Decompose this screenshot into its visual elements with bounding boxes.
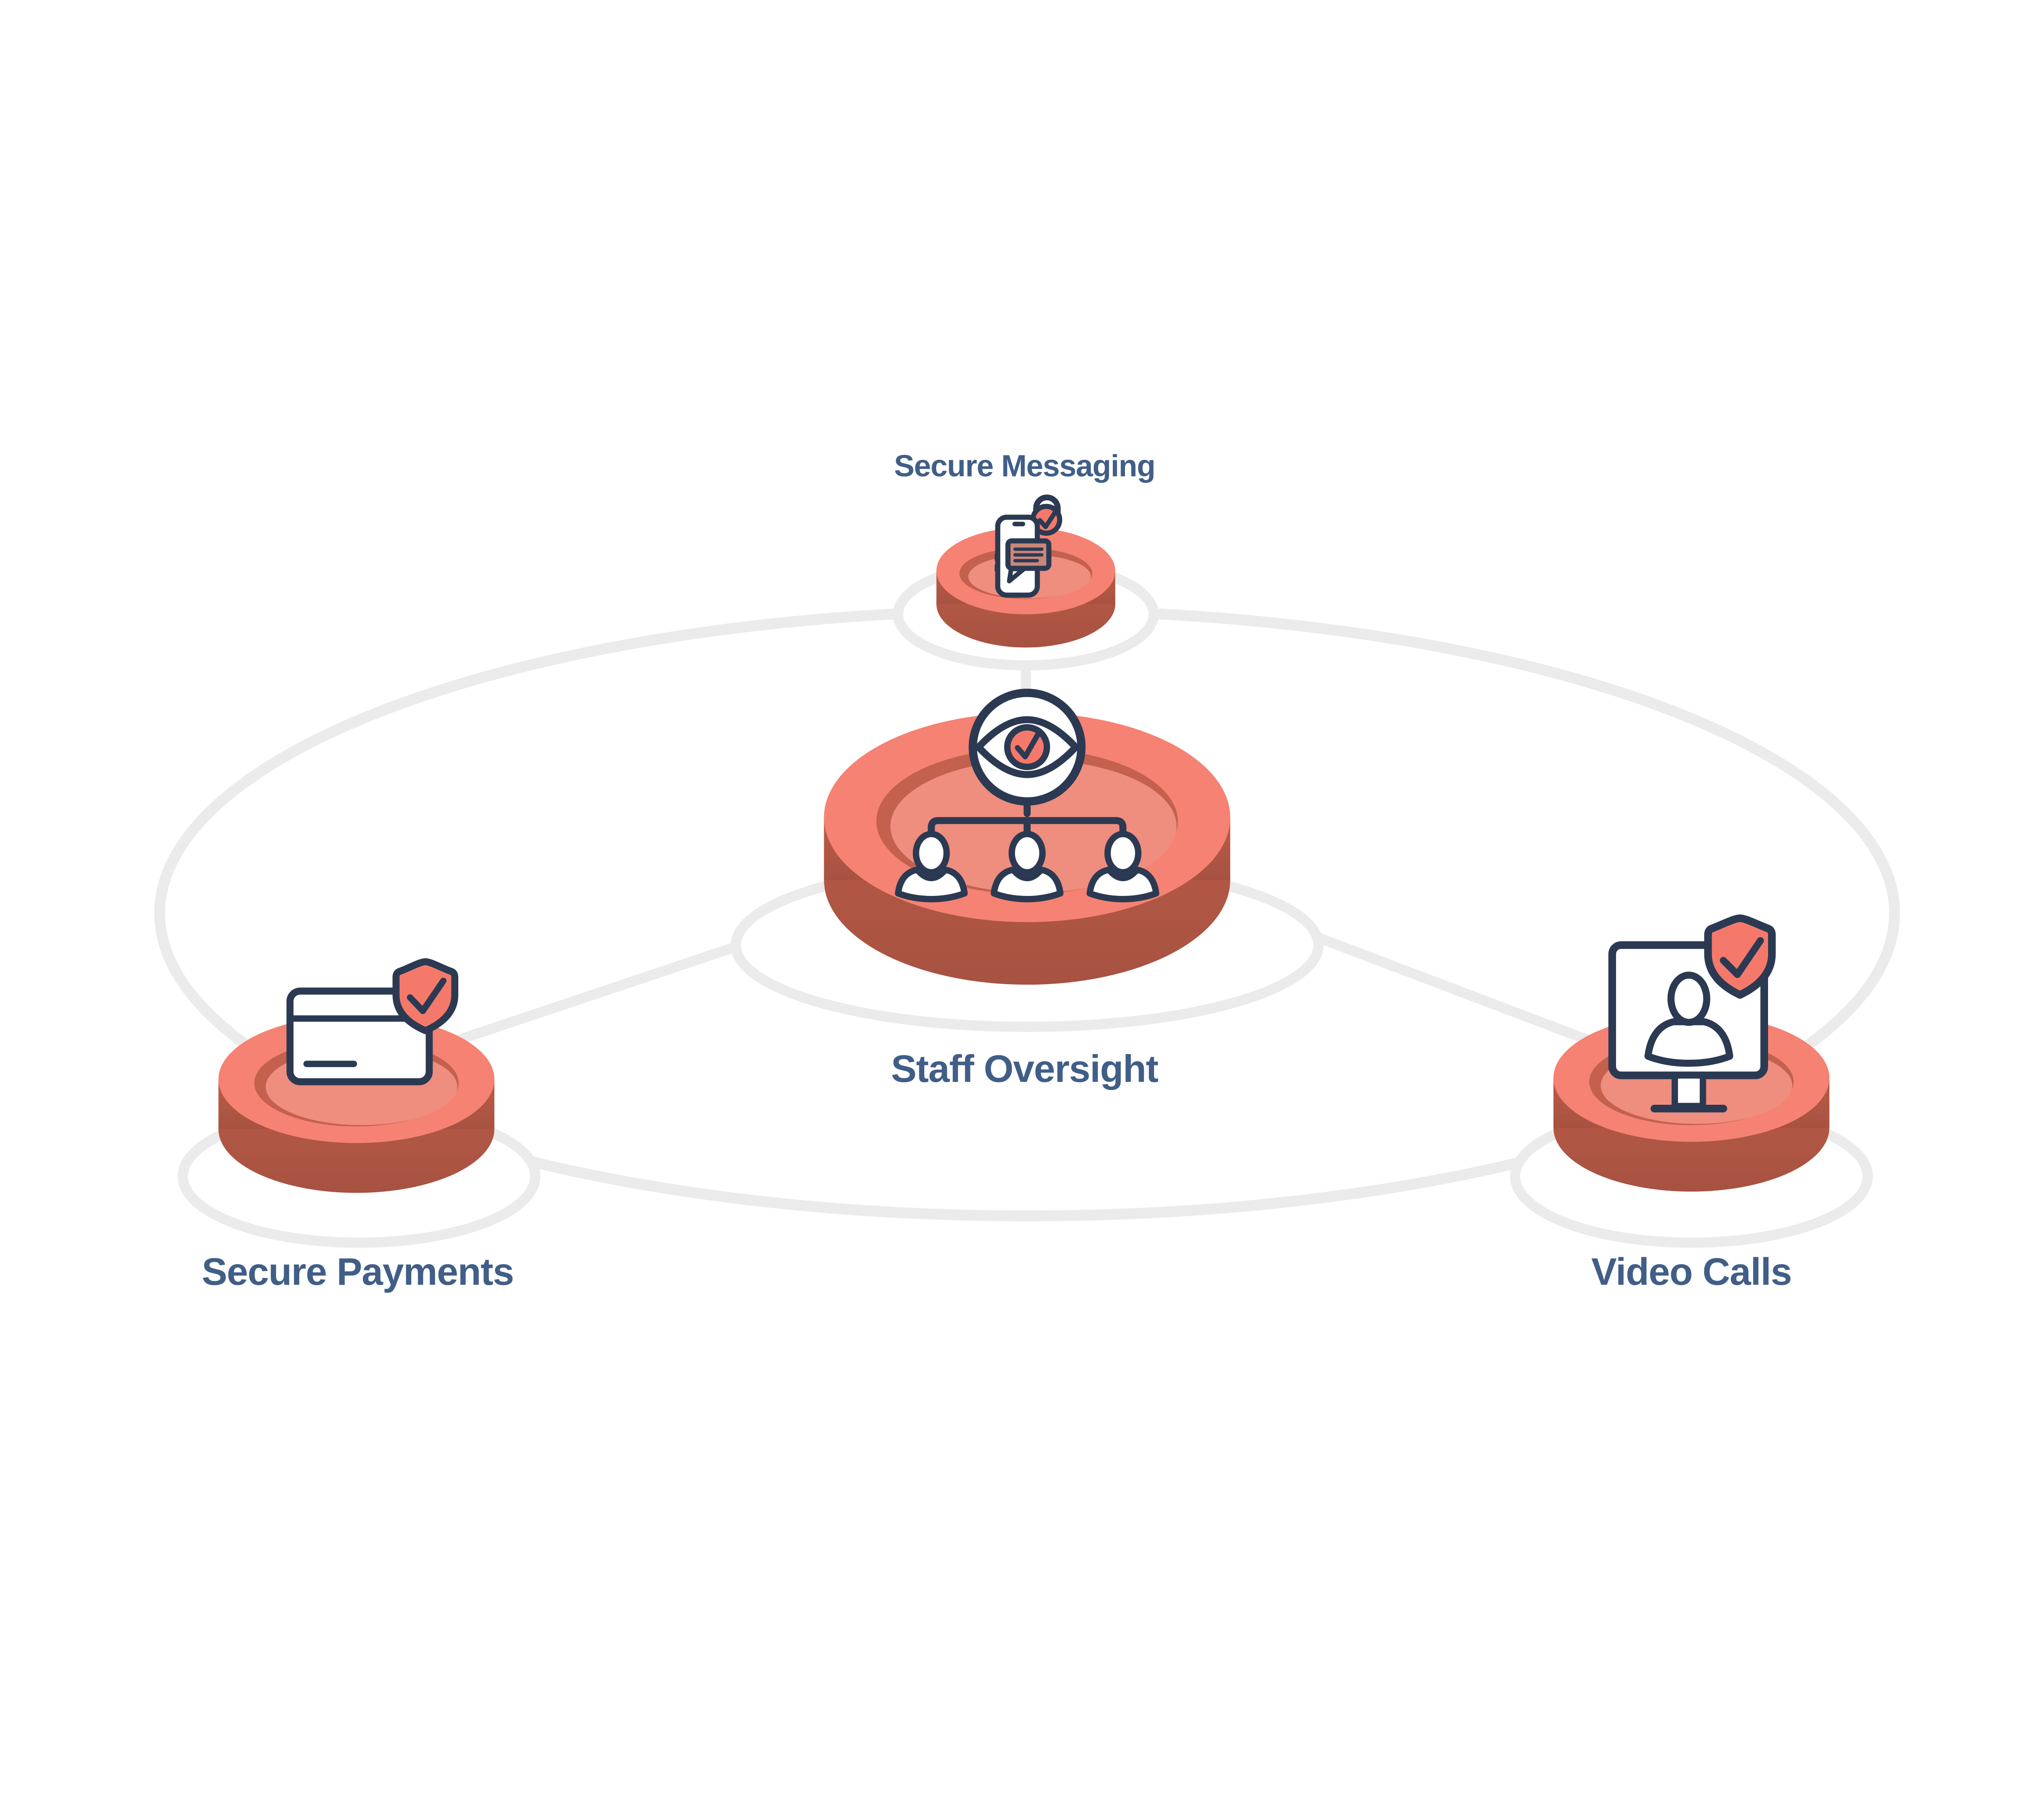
node-staff-oversight: Staff Oversight [731, 689, 1324, 1090]
person-icon [991, 831, 1064, 902]
disc-recess [890, 760, 1177, 893]
checkmark-icon [1015, 732, 1041, 759]
node-label-secure-payments: Secure Payments [202, 1250, 514, 1293]
chat-bubble-tail [1007, 566, 1026, 584]
phone-side-button [995, 553, 998, 562]
smartphone-chat-lock-check-icon [995, 495, 1062, 598]
person-body [991, 866, 1064, 902]
checkmark-icon [407, 978, 447, 1014]
eye-check-team-hierarchy-icon [895, 689, 1159, 902]
chat-text-lines [1013, 547, 1044, 562]
eye-pupil-badge [1004, 724, 1050, 770]
person-head [1009, 831, 1046, 876]
phone-speaker [1012, 522, 1025, 526]
padlock-shackle-icon [1033, 495, 1061, 523]
person-body [1086, 866, 1159, 902]
monitor-stand [1672, 1072, 1706, 1109]
checkmark-icon [1720, 937, 1764, 978]
person-body [1644, 1018, 1733, 1067]
person-head [1104, 831, 1142, 876]
shield-icon [392, 958, 459, 1034]
node-label-staff-oversight: Staff Oversight [891, 1047, 1159, 1090]
node-label-video-calls: Video Calls [1591, 1250, 1792, 1293]
node-video-calls: Video Calls [1510, 914, 1873, 1293]
credit-card-icon [286, 987, 433, 1086]
node-label-secure-messaging: Secure Messaging [894, 449, 1155, 483]
checkmark-icon [1038, 510, 1058, 529]
person-icon [1086, 831, 1159, 902]
person-head [1667, 972, 1710, 1026]
person-head [912, 831, 950, 876]
person-body [895, 866, 968, 902]
shield-icon [1704, 914, 1776, 999]
phone-side-button [995, 564, 998, 572]
monitor-user-shield-check-icon [1608, 914, 1776, 1113]
node-secure-payments: Secure Payments [177, 958, 540, 1293]
credit-card-shield-check-icon [286, 958, 459, 1086]
node-secure-messaging: Secure Messaging [893, 449, 1159, 671]
person-icon [895, 831, 968, 902]
